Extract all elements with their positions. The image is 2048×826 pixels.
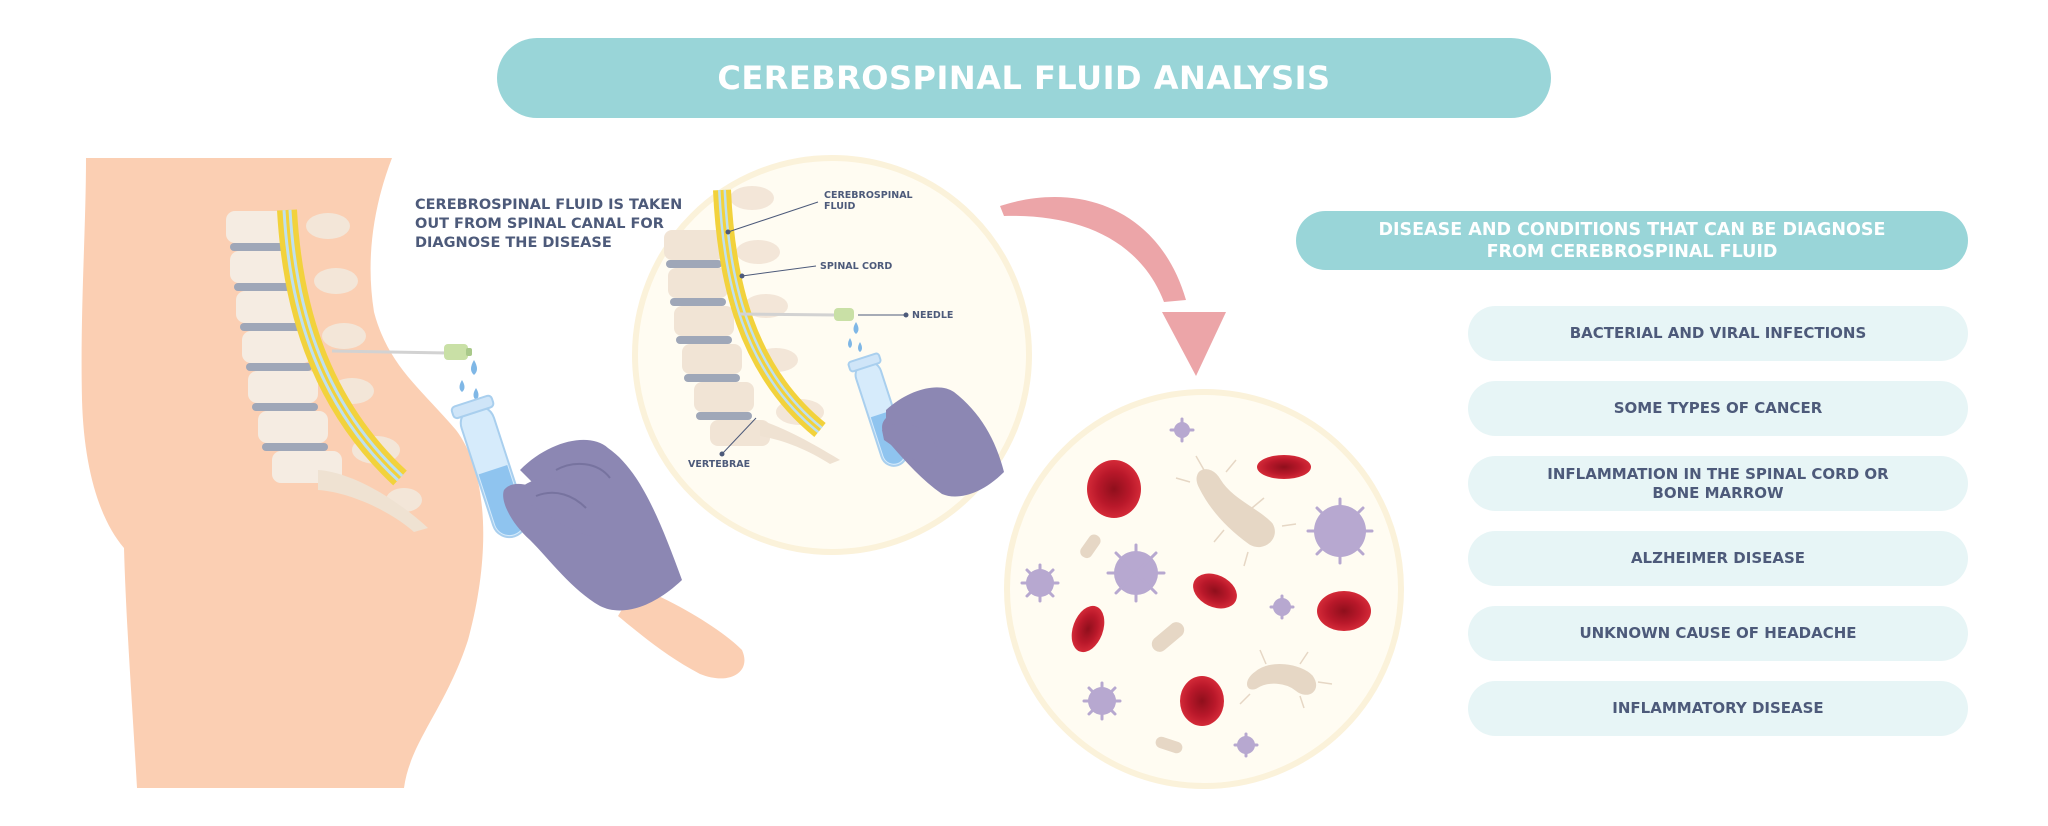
zoom-circle: CEREBROSPINAL FLUID SPINAL CORD NEEDLE V… xyxy=(632,155,1032,555)
fluid-drops xyxy=(459,360,479,400)
page-title: CEREBROSPINAL FLUID ANALYSIS xyxy=(717,59,1331,97)
condition-item: SOME TYPES OF CANCER xyxy=(1468,381,1968,436)
condition-item: BACTERIAL AND VIRAL INFECTIONS xyxy=(1468,306,1968,361)
red-blood-cells xyxy=(1071,455,1371,726)
condition-item: UNKNOWN CAUSE OF HEADACHE xyxy=(1468,606,1968,661)
conditions-header: DISEASE AND CONDITIONS THAT CAN BE DIAGN… xyxy=(1296,211,1968,270)
conditions-list: BACTERIAL AND VIRAL INFECTIONS SOME TYPE… xyxy=(1468,306,1968,756)
label-vertebrae: VERTEBRAE xyxy=(688,459,750,470)
label-spinal-cord: SPINAL CORD xyxy=(820,261,892,272)
label-csf-1: CEREBROSPINAL xyxy=(824,190,913,201)
title-banner: CEREBROSPINAL FLUID ANALYSIS xyxy=(497,38,1551,118)
spine-illustration xyxy=(226,209,428,532)
label-csf-2: FLUID xyxy=(824,201,855,212)
procedure-caption: CEREBROSPINAL FLUID IS TAKEN OUT FROM SP… xyxy=(415,197,683,251)
gloved-hand xyxy=(503,439,745,679)
virus-spikes xyxy=(1020,417,1374,758)
microscope-circle xyxy=(1004,389,1404,789)
condition-item: INFLAMMATION IN THE SPINAL CORD OR BONE … xyxy=(1468,456,1968,511)
condition-item: ALZHEIMER DISEASE xyxy=(1468,531,1968,586)
condition-item: INFLAMMATORY DISEASE xyxy=(1468,681,1968,736)
label-needle: NEEDLE xyxy=(912,310,953,321)
curved-arrow xyxy=(1000,196,1226,376)
needle-illustration xyxy=(331,344,472,360)
bacteria xyxy=(1080,455,1333,754)
